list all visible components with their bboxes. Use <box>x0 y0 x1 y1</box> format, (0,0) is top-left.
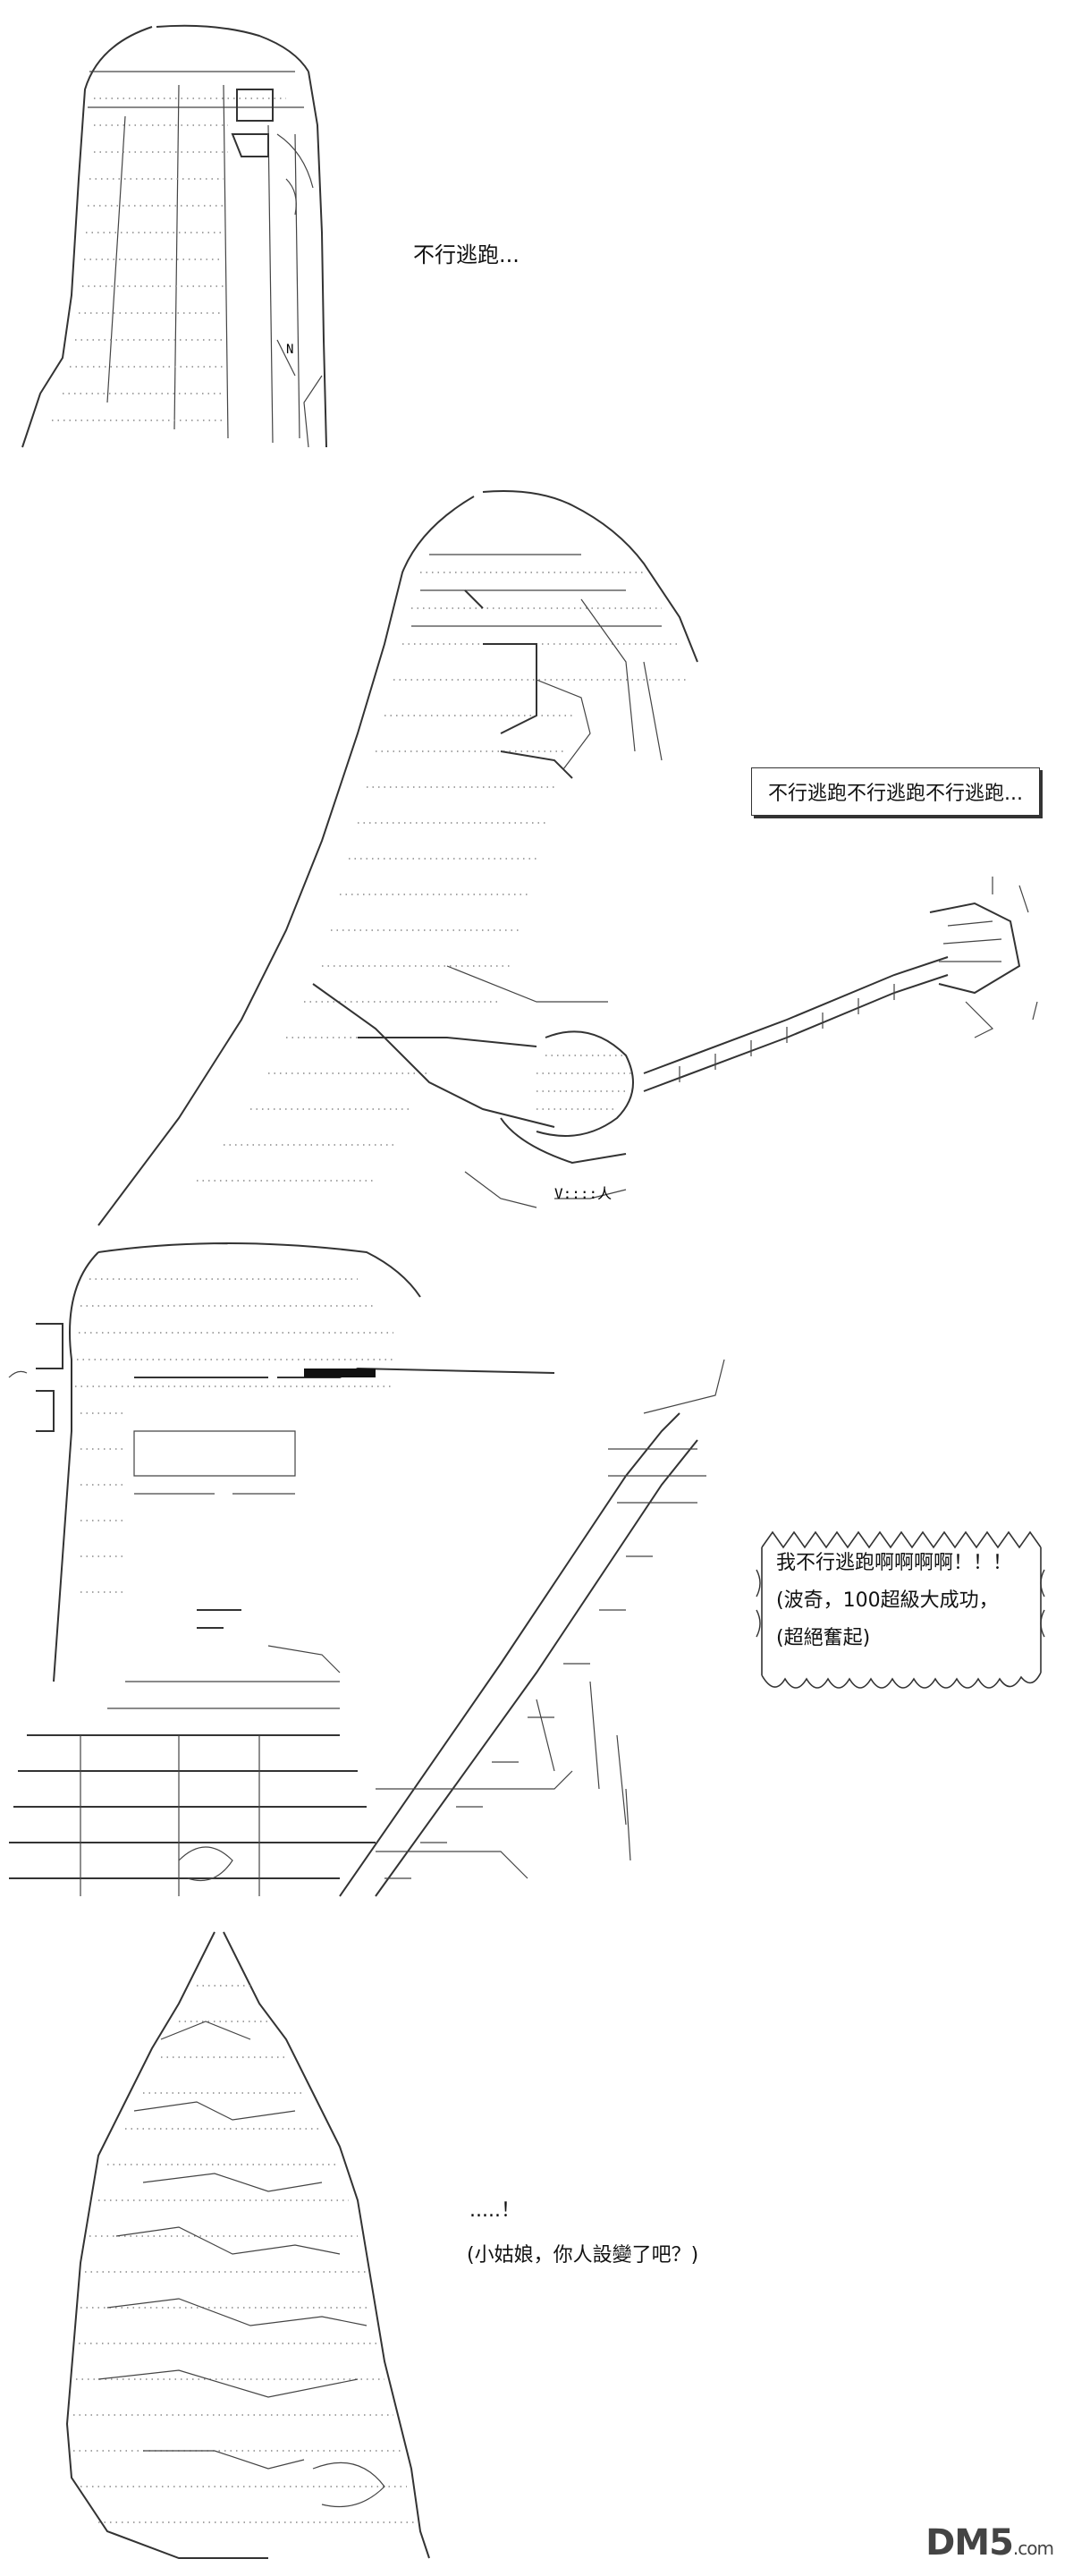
spiky-bubble-outline <box>756 1530 1045 1689</box>
p4-line-2: (小姑娘，你人設變了吧？) <box>467 2244 699 2267</box>
p4-line-1: .....！ <box>469 2199 520 2222</box>
aa-crowd-figure <box>65 1931 430 2559</box>
p3-line-3: (超絕奮起) <box>776 1626 871 1649</box>
svg-text:V::::人: V::::人 <box>554 1185 612 1202</box>
aa-girl-figure-standing: N <box>21 24 327 448</box>
panel-1: N 不行逃跑... <box>0 0 1073 465</box>
panel-2: V::::人 不行逃跑不行逃跑不行逃跑... <box>0 465 1073 1234</box>
watermark-brand: DM5 <box>925 2522 1014 2563</box>
panel-3: 我不行逃跑啊啊啊啊！！！ (波奇，100超級大成功， (超絕奮起) <box>0 1234 1073 1914</box>
watermark-suffix: .com <box>1012 2538 1054 2559</box>
panel-4: .....！ (小姑娘，你人設變了吧？) <box>0 1914 1073 2576</box>
p3-line-2: (波奇，100超級大成功， <box>776 1589 999 1612</box>
aa-girl-guitar-side: V::::人 <box>97 490 1038 1226</box>
dm5-watermark-logo: DM5.com <box>925 2522 1054 2563</box>
p2-caption: 不行逃跑不行逃跑不行逃跑... <box>768 783 1023 805</box>
p3-lines: 我不行逃跑啊啊啊啊！！！ (波奇，100超級大成功， (超絕奮起) <box>776 1545 1012 1657</box>
aa-girl-guitar-front <box>8 1242 725 1897</box>
p3-line-1: 我不行逃跑啊啊啊啊！！！ <box>776 1552 1013 1574</box>
svg-text:N: N <box>286 343 293 357</box>
p3-shout-bubble: 我不行逃跑啊啊啊啊！！！ (波奇，100超級大成功， (超絕奮起) <box>753 1525 1048 1708</box>
p1-caption: 不行逃跑... <box>413 242 520 267</box>
p2-caption-box: 不行逃跑不行逃跑不行逃跑... <box>751 767 1040 816</box>
